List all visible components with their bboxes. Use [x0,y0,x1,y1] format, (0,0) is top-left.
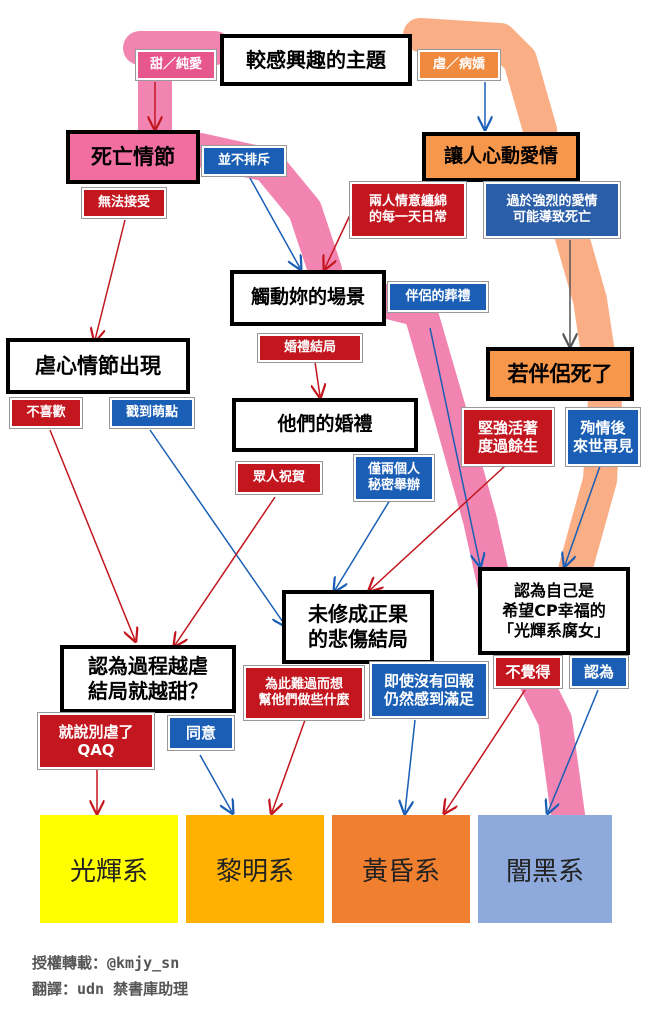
credit-repost: 授權轉載：@kmjy_sn [32,954,180,972]
arrow-funeral-to-light [429,327,480,565]
arrow-private-to-tragic [335,499,391,590]
arrow-dislike-to-sweeter [49,429,135,640]
stop-line-2: QAQ [77,741,115,759]
arrow-moe-to-tragic [149,429,285,625]
arrow-daily-to-scene [325,214,351,268]
tag-stop-angst: 就說別虐了 QAQ [38,713,154,769]
tag-sweet-pure: 甜／純愛 [136,50,216,80]
tag-satisfied: 即使沒有回報 仍然感到滿足 [370,662,488,718]
stop-line-1: 就說別虐了 [58,723,134,741]
live-line-1: 堅強活著 [477,419,538,437]
node-their-wedding: 他們的婚禮 [232,398,418,452]
node-partner-dies: 若伴侶死了 [486,347,634,401]
tag-cannot-accept: 無法接受 [82,188,166,218]
node-believe-sweeter: 認為過程越虐 結局就越甜？ [60,645,236,713]
private-line-1: 僅兩個人 [367,462,420,478]
tag-live-strong: 堅強活著 度過餘生 [462,408,554,466]
sweeter-line-1: 認為過程越虐 [88,654,208,678]
arrow-sad-to-dawn [272,719,306,812]
node-death-plot: 死亡情節 [66,130,200,184]
live-line-2: 度過餘生 [477,437,538,455]
tag-hits-moe: 戳到萌點 [110,398,194,428]
fujoshi-line-2: 希望CP幸福的 [502,601,606,620]
tag-die-together: 殉情後 來世再見 [566,408,640,466]
result-dark: 闇黑系 [478,815,612,923]
tag-private-wedding: 僅兩個人 秘密舉辦 [354,455,434,501]
sweeter-line-2: 結局就越甜？ [88,679,208,703]
arrow-think-to-dark [548,689,599,812]
fujoshi-line-3: 「光輝系腐女」 [497,621,610,640]
arrow-crowd-to-sweeter [175,496,276,645]
tag-dislike: 不喜歡 [10,398,82,428]
tragic-line-1: 未修成正果 [308,602,408,626]
tag-strong-love: 過於強烈的愛情 可能導致死亡 [484,182,620,238]
arrow-wedding-to-their [315,361,320,396]
tag-daily-love: 兩人情意纏綿 的每一天日常 [350,182,466,238]
die-line-2: 來世再見 [572,437,633,455]
tag-not-reject: 並不排斥 [202,146,286,176]
die-line-1: 殉情後 [580,419,626,437]
result-dusk: 黃昏系 [332,815,470,923]
arrow-satisfied-to-dusk [405,719,416,812]
arrow-notreject-to-scene [249,177,300,268]
strong-line-1: 過於強烈的愛情 [506,194,598,210]
sad-line-1: 為此難過而想 [264,677,343,693]
tag-dont-think: 不覺得 [494,656,562,688]
arrow-cannot-to-angst [95,219,126,340]
result-dawn: 黎明系 [186,815,324,923]
fujoshi-line-1: 認為自己是 [513,581,594,600]
sad-line-2: 幫他們做些什麼 [258,693,350,708]
tag-wedding-end: 婚禮結局 [258,334,362,362]
credit-translate: 翻譯：udn 禁書庫助理 [32,980,189,998]
tag-sad-help: 為此難過而想 幫他們做些什麼 [244,666,364,720]
satisfied-line-2: 仍然感到滿足 [383,690,474,708]
tag-crowd-blessing: 眾人祝賀 [236,462,322,494]
node-tragic-ending: 未修成正果 的悲傷結局 [282,590,434,664]
tag-partner-funeral: 伴侶的葬禮 [388,282,488,312]
satisfied-line-1: 即使沒有回報 [383,672,474,690]
node-heart-love: 讓人心動愛情 [422,132,580,182]
daily-line-2: 的每一天日常 [368,210,447,225]
arrow-live-to-tragic [370,465,506,590]
node-angst-appears: 虐心情節出現 [6,338,190,394]
node-touching-scene: 觸動妳的場景 [230,270,386,326]
arrow-die-to-light [565,465,601,565]
tragic-line-2: 的悲傷結局 [308,627,408,651]
private-line-2: 秘密舉辦 [367,478,420,493]
arrow-agree-to-dawn [199,754,232,812]
strong-line-2: 可能導致死亡 [512,210,591,225]
daily-line-1: 兩人情意纏綿 [368,194,447,210]
tag-agree: 同意 [168,716,234,750]
arrow-dont-to-dusk [445,689,526,812]
node-top-theme: 較感興趣的主題 [220,34,412,86]
tag-think-so: 認為 [570,656,628,688]
result-light: 光輝系 [40,815,178,923]
node-light-fujoshi: 認為自己是 希望CP幸福的 「光輝系腐女」 [478,567,630,655]
tag-angst-sick: 虐／病嬌 [418,50,500,80]
